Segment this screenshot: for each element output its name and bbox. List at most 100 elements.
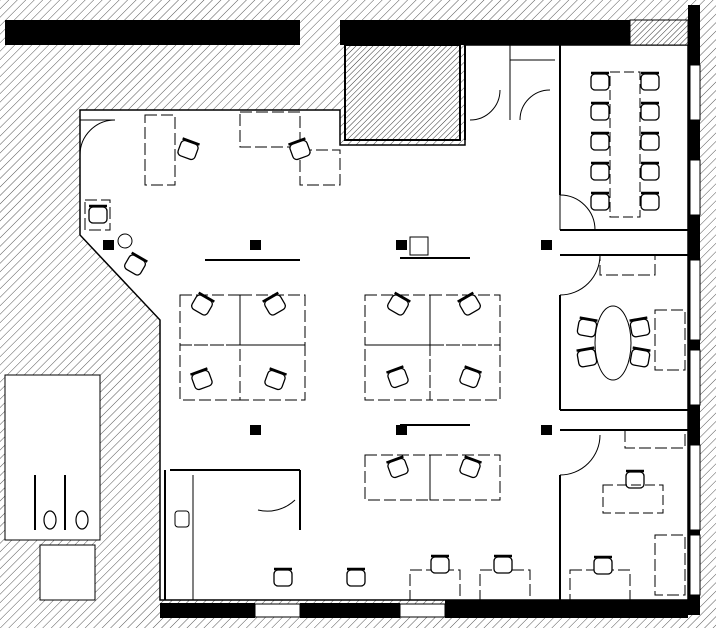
desk — [299, 149, 341, 186]
desk — [239, 344, 306, 401]
chair — [590, 101, 610, 121]
chair-seat — [590, 193, 610, 211]
bottom-windows — [254, 603, 446, 618]
column — [250, 240, 261, 250]
chair-back — [269, 367, 287, 376]
desk — [654, 309, 686, 371]
chair-seat — [640, 163, 660, 181]
chair — [346, 567, 366, 587]
window — [689, 159, 701, 216]
chair — [387, 291, 411, 316]
desk — [364, 344, 431, 401]
chair — [288, 137, 311, 161]
column — [541, 425, 552, 435]
column — [103, 240, 114, 250]
chair-back — [394, 291, 411, 303]
window — [689, 444, 701, 531]
chair — [386, 455, 409, 479]
chair-seat — [590, 73, 610, 91]
chair — [593, 555, 613, 575]
restroom — [4, 374, 101, 541]
chair — [177, 137, 200, 161]
sink — [174, 510, 190, 528]
chair-seat — [640, 103, 660, 121]
chair-back — [464, 365, 482, 374]
column — [250, 425, 261, 435]
chair — [191, 291, 215, 316]
printer — [409, 236, 429, 256]
chair-seat — [625, 471, 645, 489]
chair-seat — [640, 193, 660, 211]
chair — [459, 455, 482, 479]
columns — [103, 240, 552, 435]
desk — [144, 114, 176, 186]
chair — [493, 554, 513, 574]
column — [541, 240, 552, 250]
desks — [84, 111, 686, 601]
chair — [273, 567, 293, 587]
window — [689, 259, 701, 341]
windows — [689, 64, 701, 596]
toilet-stalls — [34, 475, 89, 530]
chair-seat — [590, 133, 610, 151]
chair — [576, 346, 598, 368]
desk — [569, 569, 631, 601]
chair-seat — [593, 557, 613, 575]
chair — [190, 367, 213, 391]
chair-seat — [273, 569, 293, 587]
chairs — [88, 71, 660, 587]
chair — [590, 161, 610, 181]
chair-back — [457, 291, 474, 303]
chair — [590, 131, 610, 151]
desk — [599, 254, 656, 276]
chair-back — [576, 346, 595, 352]
desk — [179, 294, 241, 346]
plant — [117, 233, 133, 249]
chair — [459, 365, 482, 389]
chair — [640, 161, 660, 181]
chair — [640, 71, 660, 91]
storage-room — [344, 44, 461, 141]
chair-back — [288, 137, 306, 146]
chair-back — [464, 455, 482, 464]
column — [396, 425, 407, 435]
chair-seat — [590, 103, 610, 121]
window — [689, 349, 701, 406]
chair — [640, 191, 660, 211]
walls — [5, 5, 700, 618]
desk — [429, 454, 501, 501]
doors — [79, 89, 601, 512]
chair-back — [632, 346, 651, 352]
chair — [262, 291, 286, 316]
chair — [430, 554, 450, 574]
chair — [640, 101, 660, 121]
desk — [364, 454, 431, 501]
chair-back — [629, 316, 648, 322]
chair-back — [579, 316, 598, 322]
chair — [124, 251, 148, 276]
restroom-corridor — [39, 544, 96, 601]
chair — [576, 316, 598, 338]
desk — [654, 534, 686, 596]
chair — [640, 131, 660, 151]
chair — [590, 191, 610, 211]
chair — [629, 346, 651, 368]
chair — [88, 204, 108, 224]
chair — [625, 469, 645, 489]
desk — [84, 199, 111, 231]
conference-tables — [117, 71, 664, 528]
chair-back — [262, 291, 279, 303]
chair-back — [386, 365, 404, 374]
chair — [386, 365, 409, 389]
chair-back — [182, 137, 200, 146]
chair-seat — [493, 556, 513, 574]
chair-back — [190, 367, 208, 376]
chair-seat — [88, 206, 108, 224]
chair-seat — [346, 569, 366, 587]
chair — [629, 316, 651, 338]
desk — [624, 429, 686, 449]
window — [689, 534, 701, 596]
desk — [429, 344, 501, 401]
chair-seat — [590, 163, 610, 181]
